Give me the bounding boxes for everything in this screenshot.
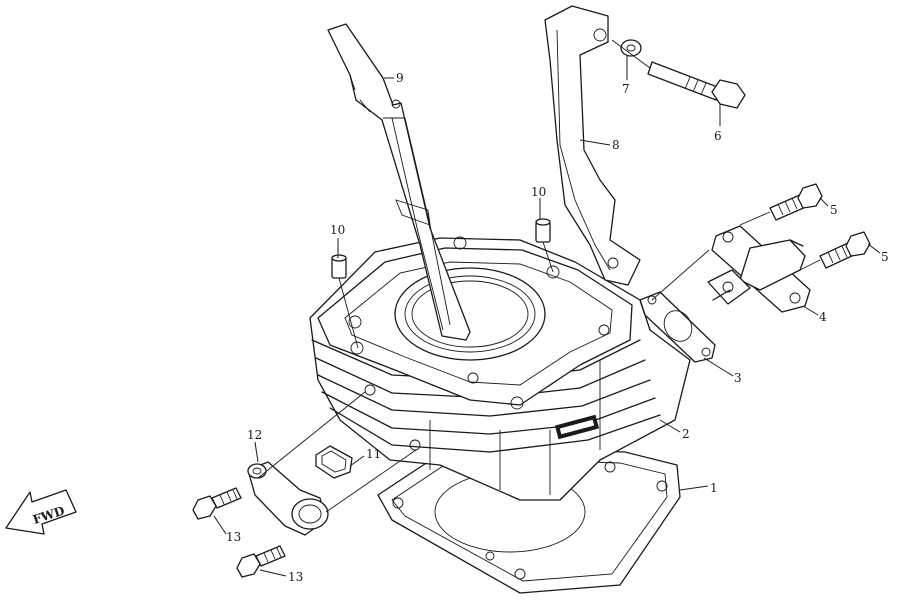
callout-1: 1 bbox=[710, 481, 718, 495]
assembly-lines bbox=[257, 39, 821, 513]
part-8-tensioner-blade bbox=[544, 5, 641, 286]
part-3-tensioner-gasket bbox=[639, 291, 716, 363]
callout-labels: 1 2 3 4 5 5 6 7 8 9 10 10 11 12 13 13 bbox=[226, 71, 889, 584]
forward-direction-arrow: FWD bbox=[5, 489, 77, 535]
part-5-bolt-upper bbox=[769, 183, 823, 221]
callout-6: 6 bbox=[714, 129, 722, 143]
part-9-chain-guide bbox=[327, 23, 471, 341]
callout-12: 12 bbox=[247, 428, 262, 442]
part-4-chain-tensioner bbox=[707, 225, 811, 313]
callout-13-lower: 13 bbox=[288, 570, 303, 584]
callout-leaders bbox=[213, 56, 881, 577]
callout-5-lower: 5 bbox=[881, 250, 889, 264]
part-13-bolt-upper bbox=[192, 487, 242, 520]
callout-7: 7 bbox=[622, 82, 630, 96]
callout-2: 2 bbox=[682, 427, 690, 441]
callout-11: 11 bbox=[366, 447, 381, 461]
part-10-dowel-pin-right bbox=[535, 218, 551, 243]
part-5-bolt-lower bbox=[819, 231, 871, 269]
part-7-washer bbox=[620, 39, 642, 57]
callout-8: 8 bbox=[612, 138, 620, 152]
callout-13-upper: 13 bbox=[226, 530, 241, 544]
callout-3: 3 bbox=[734, 371, 742, 385]
callout-9: 9 bbox=[396, 71, 404, 85]
part-11-o-ring bbox=[315, 445, 353, 479]
callout-4: 4 bbox=[819, 310, 827, 324]
part-12-intake-joint bbox=[247, 461, 329, 536]
part-10-dowel-pin-left bbox=[331, 254, 347, 279]
callout-5-upper: 5 bbox=[830, 203, 838, 217]
callout-10-right: 10 bbox=[531, 185, 546, 199]
part-2-cylinder bbox=[309, 236, 691, 501]
callout-10-left: 10 bbox=[330, 223, 345, 237]
part-13-bolt-lower bbox=[236, 545, 286, 578]
part-6-bolt bbox=[647, 61, 746, 109]
